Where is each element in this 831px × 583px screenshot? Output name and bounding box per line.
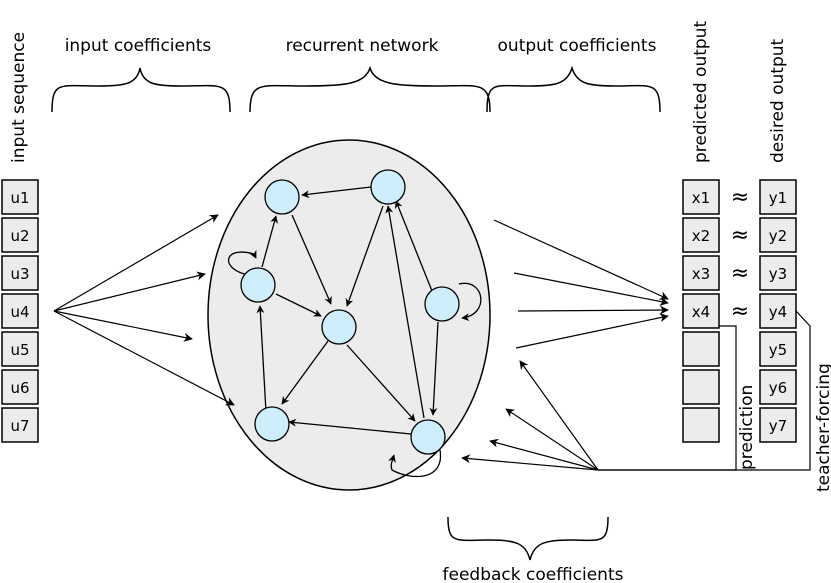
desired-cell bbox=[759, 255, 797, 291]
network-node bbox=[254, 406, 290, 442]
predicted-cell bbox=[682, 255, 720, 291]
desired-cell-label: y4 bbox=[769, 303, 787, 321]
desired-cell bbox=[759, 217, 797, 253]
network-node bbox=[240, 267, 276, 303]
output-arrow bbox=[517, 305, 669, 315]
recurrent-network-label: recurrent network bbox=[286, 36, 439, 56]
input-cell-label: u2 bbox=[10, 227, 29, 245]
predicted-output-column: x1 x2 x3 x4 bbox=[682, 179, 720, 443]
predicted-cell-label: x3 bbox=[692, 265, 710, 283]
input-cell bbox=[1, 407, 39, 443]
input-arrow bbox=[53, 271, 206, 312]
predicted-cell bbox=[682, 369, 720, 405]
desired-cell bbox=[759, 407, 797, 443]
network-edge bbox=[288, 418, 412, 435]
network-edge bbox=[394, 200, 433, 292]
network-edge bbox=[346, 344, 416, 422]
network-edge bbox=[256, 305, 267, 413]
predicted-cell bbox=[682, 407, 720, 443]
network-edge bbox=[301, 186, 372, 199]
predicted-cell bbox=[682, 217, 720, 253]
approx-symbol: ≈ bbox=[731, 299, 749, 324]
recurrent-network-brace bbox=[249, 65, 491, 113]
approx-symbol: ≈ bbox=[731, 223, 749, 248]
desired-cell-label: y3 bbox=[769, 265, 787, 283]
teacher-forcing-feedback-line bbox=[598, 310, 811, 471]
approx-symbol: ≈ bbox=[731, 261, 749, 286]
feedback-coefficients-label: feedback coefficients bbox=[443, 565, 624, 583]
input-cell bbox=[1, 293, 39, 329]
input-sequence-label: input sequence bbox=[9, 32, 29, 163]
input-cell-label: u7 bbox=[10, 417, 29, 435]
predicted-cell-label: x1 bbox=[692, 189, 710, 207]
network-node bbox=[264, 179, 300, 215]
input-cell bbox=[1, 255, 39, 291]
network-edge bbox=[261, 215, 278, 268]
network-edge bbox=[281, 340, 329, 405]
approx-symbol: ≈ bbox=[731, 185, 749, 210]
desired-cell bbox=[759, 369, 797, 405]
desired-cell-label: y1 bbox=[769, 189, 787, 207]
predicted-cell bbox=[682, 179, 720, 215]
input-arrow bbox=[53, 310, 193, 342]
feedback-arrow bbox=[519, 360, 599, 471]
predicted-cell-label: x2 bbox=[692, 227, 710, 245]
output-arrow bbox=[515, 313, 669, 349]
desired-cell-label: y7 bbox=[769, 417, 787, 435]
desired-cell-label: y2 bbox=[769, 227, 787, 245]
network-node bbox=[410, 419, 446, 455]
prediction-label: prediction bbox=[737, 385, 757, 470]
network-nodes bbox=[240, 169, 460, 455]
predicted-cell-label: x4 bbox=[692, 303, 710, 321]
self-loop-edge bbox=[227, 249, 257, 276]
input-arrows bbox=[53, 214, 235, 406]
input-cell-label: u1 bbox=[10, 189, 29, 207]
network-edges bbox=[227, 186, 482, 478]
feedback-coefficients-brace bbox=[447, 516, 609, 561]
self-loop-edge bbox=[458, 282, 482, 322]
input-coefficients-label: input coefficients bbox=[65, 36, 212, 56]
network-node bbox=[424, 286, 460, 322]
input-cell bbox=[1, 179, 39, 215]
output-coefficients-brace bbox=[486, 65, 661, 113]
feedback-lines bbox=[461, 310, 811, 471]
network-edge bbox=[291, 214, 332, 305]
feedback-arrow bbox=[461, 454, 599, 471]
input-cell bbox=[1, 217, 39, 253]
network-edge bbox=[385, 205, 425, 419]
network-node bbox=[321, 309, 357, 345]
predicted-output-label: predicted output bbox=[691, 21, 711, 163]
input-cell-label: u4 bbox=[10, 303, 29, 321]
output-arrow bbox=[493, 219, 669, 300]
network-node bbox=[370, 169, 406, 205]
network-edge bbox=[429, 321, 439, 416]
input-cell bbox=[1, 331, 39, 367]
predicted-cell bbox=[682, 331, 720, 367]
desired-cell-label: y6 bbox=[769, 379, 787, 397]
desired-cell-label: y5 bbox=[769, 341, 787, 359]
input-cell-label: u5 bbox=[10, 341, 29, 359]
desired-cell bbox=[759, 331, 797, 367]
input-arrow bbox=[53, 214, 219, 312]
network-edge bbox=[345, 205, 384, 307]
input-cell bbox=[1, 369, 39, 405]
output-arrow bbox=[513, 272, 669, 306]
feedback-arrow bbox=[505, 408, 599, 471]
desired-output-label: desired output bbox=[768, 38, 788, 163]
desired-output-column: y1 y2 y3 y4 y5 y6 y7 bbox=[759, 179, 797, 443]
input-coefficients-brace bbox=[51, 67, 231, 113]
output-coefficients-label: output coefficients bbox=[498, 36, 657, 56]
output-arrows bbox=[493, 219, 669, 349]
input-sequence-column: u1 u2 u3 u4 u5 u6 u7 bbox=[1, 179, 39, 443]
teacher-forcing-label: teacher-forcing bbox=[814, 363, 831, 492]
input-cell-label: u6 bbox=[10, 379, 29, 397]
feedback-arrow bbox=[489, 438, 599, 471]
input-cell-label: u3 bbox=[10, 265, 29, 283]
self-loop-edge bbox=[388, 449, 442, 478]
network-edge bbox=[275, 293, 322, 317]
input-arrow bbox=[53, 310, 235, 406]
desired-cell bbox=[759, 179, 797, 215]
predicted-cell bbox=[682, 293, 720, 329]
